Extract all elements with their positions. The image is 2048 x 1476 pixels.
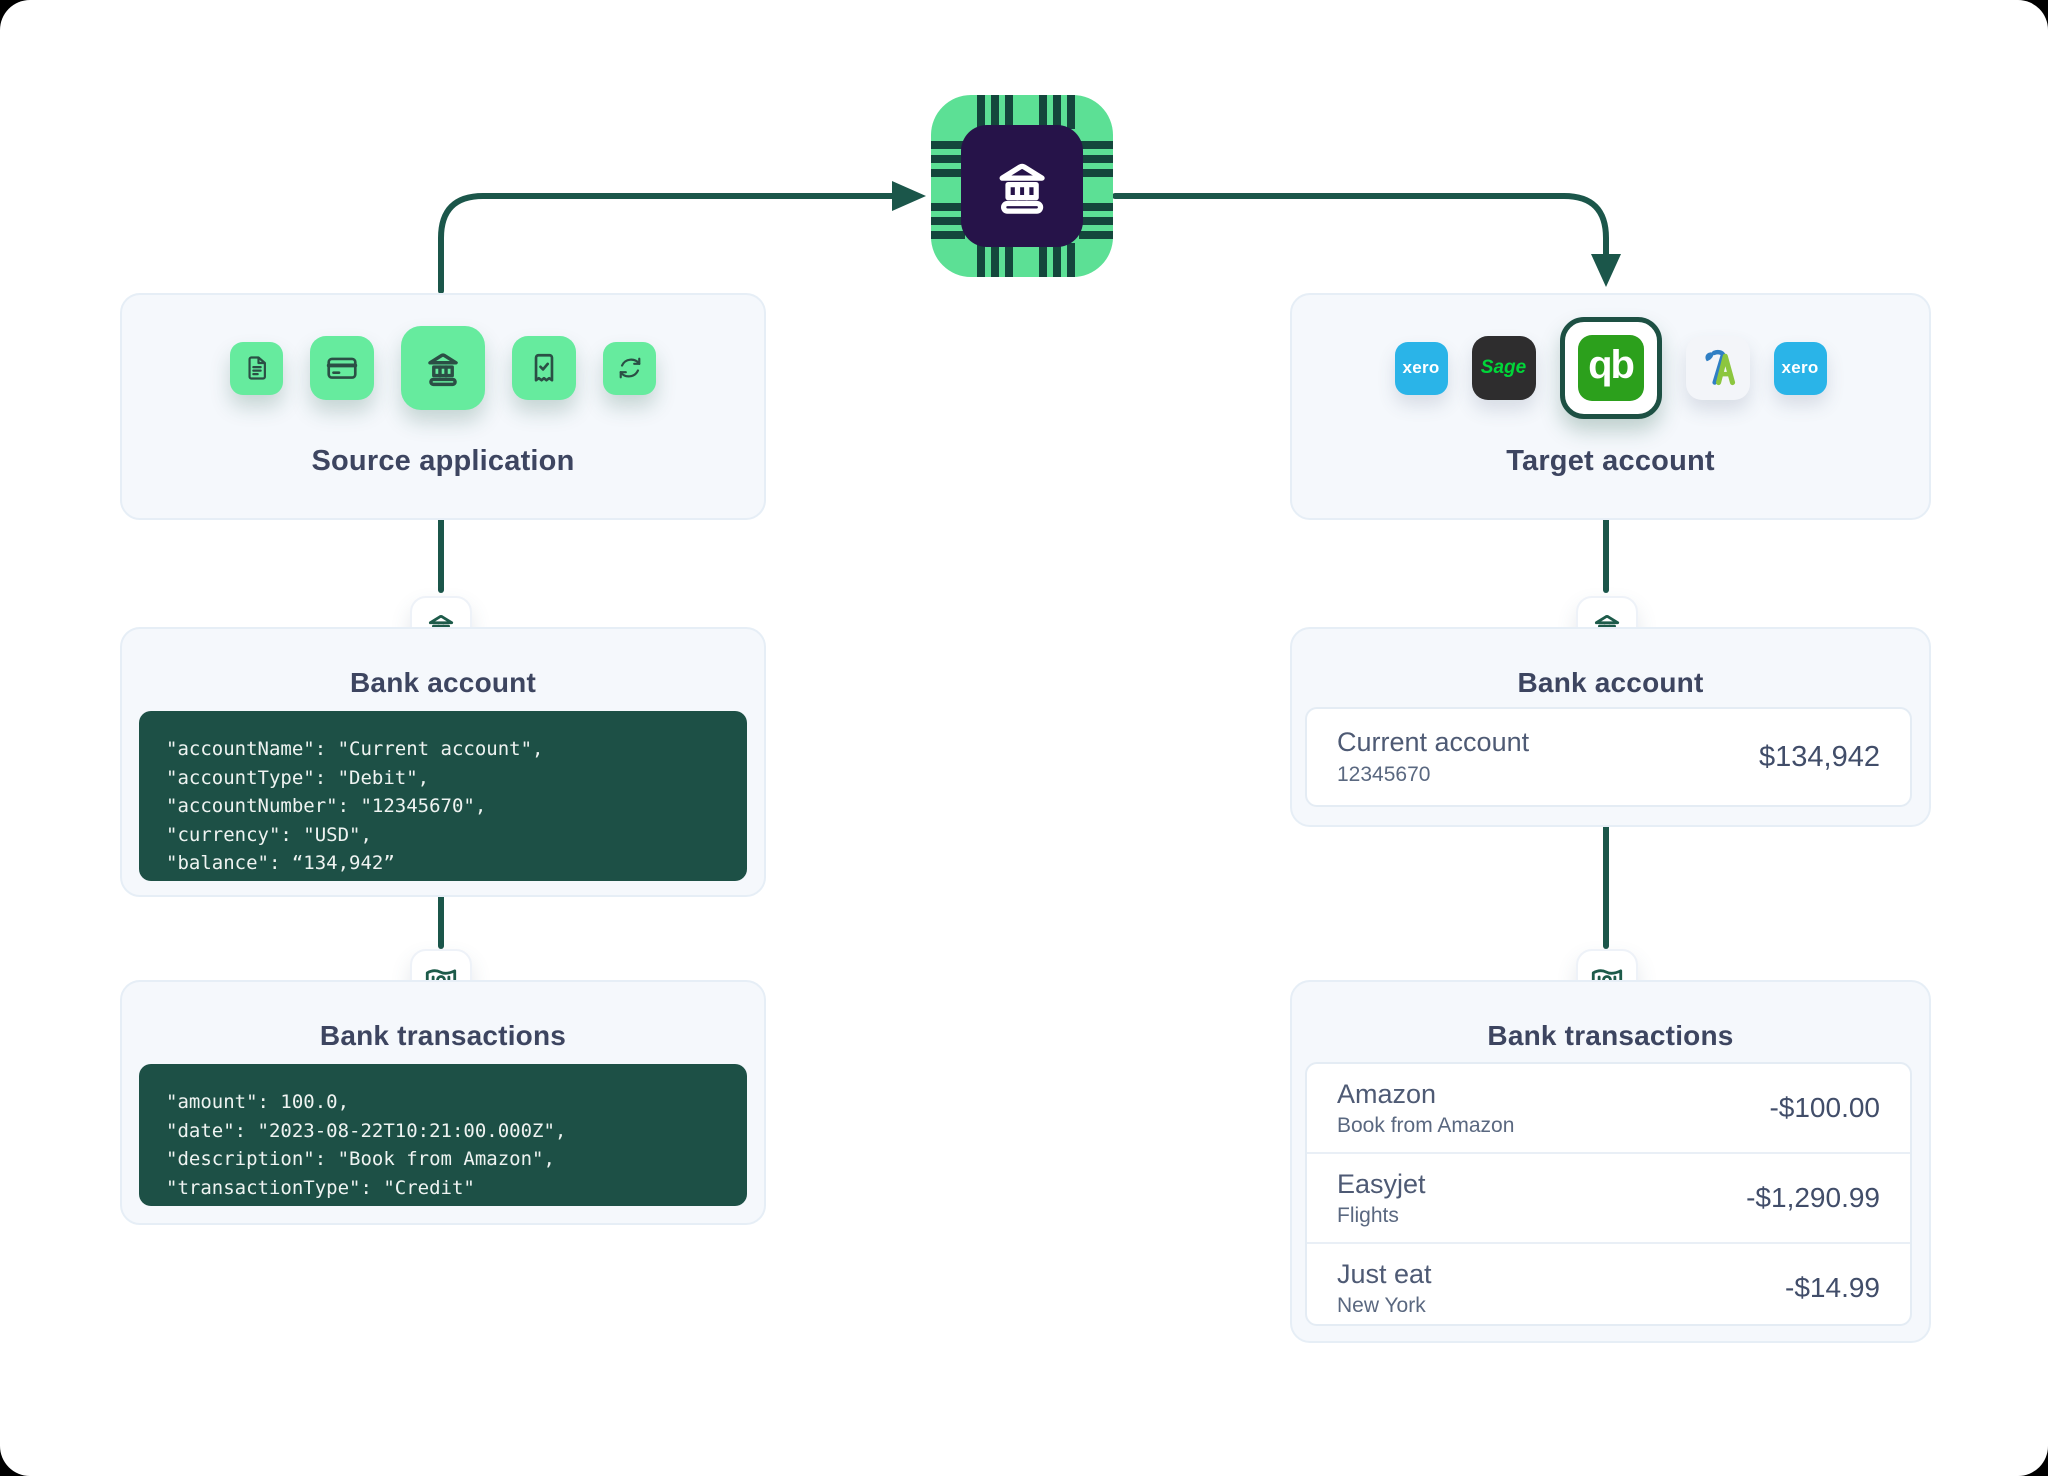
source-tile-bank[interactable] (401, 326, 485, 410)
arrow-chip-to-target (1112, 193, 1609, 257)
code-line: "accountName": "Current account", (166, 738, 544, 760)
arrowhead-right (892, 181, 926, 211)
xero-wordmark: xero (1402, 358, 1440, 377)
transaction-description: New York (1337, 1293, 1426, 1317)
credit-card-icon (326, 357, 358, 380)
transaction-name: Just eat (1337, 1258, 1432, 1289)
quickbooks-qb-glyph: qb (1577, 335, 1644, 401)
transaction-amount: -$100.00 (1769, 1092, 1880, 1123)
bank-account-code-block: "accountName": "Current account", "accou… (139, 711, 747, 881)
arrowhead-down (1591, 254, 1621, 287)
transaction-description: Flights (1337, 1203, 1399, 1227)
document-icon (247, 356, 266, 380)
code-line: "amount": 100.0, (166, 1091, 350, 1113)
transaction-row: Just eat New York -$14.99 (1307, 1242, 1910, 1324)
source-tile-credit-card[interactable] (310, 336, 374, 400)
source-tile-document[interactable] (230, 341, 283, 395)
source-application-box: Source application (120, 293, 766, 520)
code-line: "currency": "USD", (166, 823, 372, 846)
xero-wordmark: xero (1781, 358, 1819, 377)
source-tile-sync[interactable] (603, 341, 656, 395)
code-line: "description": "Book from Amazon", (166, 1148, 555, 1171)
right-bank-account-box: Bank account Current account 12345670 $1… (1290, 627, 1931, 827)
transaction-description: Book from Amazon (1337, 1113, 1515, 1137)
account-name: Current account (1337, 727, 1530, 757)
transaction-name: Amazon (1337, 1078, 1437, 1109)
target-account-title: Target account (1506, 445, 1715, 477)
transaction-name: Easyjet (1337, 1168, 1426, 1199)
logo-quickbooks-selected[interactable]: qb (1559, 317, 1662, 419)
transaction-row: Amazon Book from Amazon -$100.00 (1307, 1064, 1910, 1152)
sync-icon (619, 357, 640, 379)
current-account-card: Current account 12345670 $134,942 (1305, 707, 1912, 807)
left-bank-transactions-title: Bank transactions (319, 1020, 567, 1051)
arrow-source-to-chip (438, 193, 895, 294)
code-line: "accountNumber": "12345670", (166, 795, 487, 818)
logo-sage[interactable]: Sage (1471, 336, 1536, 400)
logo-xero-2[interactable]: xero (1773, 341, 1827, 395)
receipt-check-icon (534, 353, 554, 382)
logo-freeagent[interactable] (1685, 336, 1750, 400)
target-account-box: xero Sage qb xero Target account (1290, 293, 1931, 520)
source-application-title: Source application (311, 445, 575, 477)
transaction-row: Easyjet Flights -$1,290.99 (1307, 1152, 1910, 1242)
right-bank-transactions-title: Bank transactions (1487, 1020, 1734, 1051)
account-balance: $134,942 (1759, 740, 1880, 773)
right-bank-account-title: Bank account (1517, 667, 1704, 698)
code-line: "accountType": "Debit", (166, 766, 430, 789)
code-line: "balance": “134,942” (166, 852, 395, 875)
sage-wordmark: Sage (1480, 357, 1527, 378)
code-line: "transactionType": "Credit" (166, 1176, 475, 1199)
transaction-amount: -$1,290.99 (1746, 1182, 1880, 1213)
account-number: 12345670 (1337, 763, 1431, 786)
logo-xero-1[interactable]: xero (1394, 341, 1448, 395)
code-line: "date": "2023-08-22T10:21:00.000Z", (166, 1119, 567, 1142)
transaction-amount: -$14.99 (1785, 1272, 1880, 1303)
freeagent-icon (1704, 349, 1735, 386)
right-bank-transactions-box: Bank transactions Amazon Book from Amazo… (1290, 980, 1931, 1343)
transactions-list: Amazon Book from Amazon -$100.00 Easyjet… (1305, 1062, 1912, 1326)
bank-icon (428, 353, 458, 387)
source-tile-receipt[interactable] (512, 336, 576, 400)
bank-transactions-code-block: "amount": 100.0, "date": "2023-08-22T10:… (139, 1064, 747, 1206)
left-bank-transactions-box: Bank transactions "amount": 100.0, "date… (120, 980, 766, 1225)
left-bank-account-title: Bank account (350, 667, 536, 698)
left-bank-account-box: Bank account "accountName": "Current acc… (120, 627, 766, 897)
bank-chip-icon (931, 95, 1113, 277)
